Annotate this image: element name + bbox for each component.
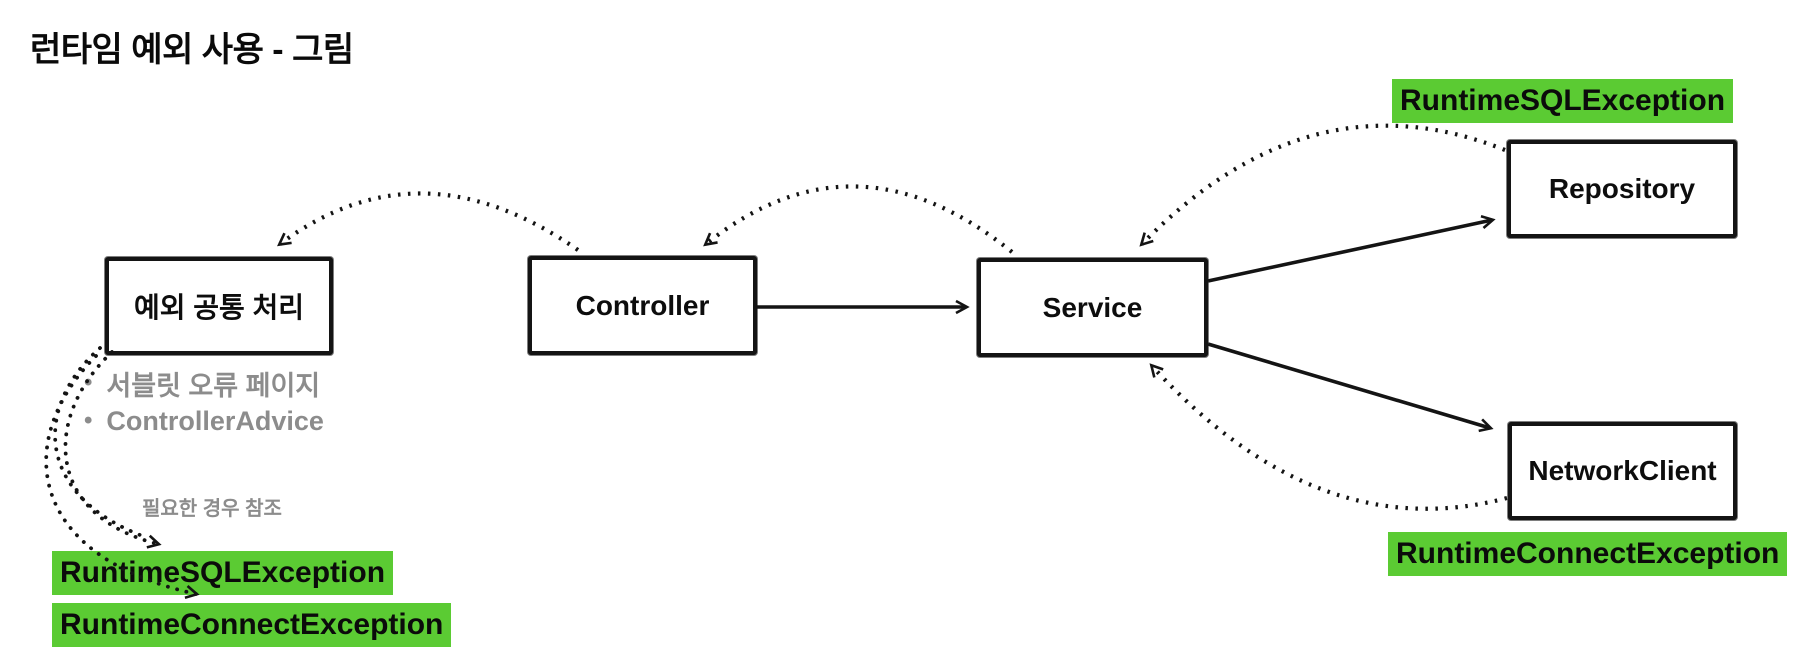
exception-label-network: RuntimeConnectException xyxy=(1388,532,1788,576)
bullet-icon: • xyxy=(84,369,93,396)
arrow-service-to-controller-dotted xyxy=(703,184,1014,254)
exception-label-repository: RuntimeSQLException xyxy=(1392,79,1734,123)
handler-notes: • 서블릿 오류 페이지 • ControllerAdvice xyxy=(84,364,324,440)
reference-note: 필요한 경우 참조 xyxy=(142,498,282,520)
handler-note-controlleradvice-label: ControllerAdvice xyxy=(106,405,324,436)
arrow-service-to-network-client xyxy=(1207,342,1494,433)
node-network-client-label: NetworkClient xyxy=(1528,455,1717,486)
arrow-network-client-to-service-dotted xyxy=(1149,363,1508,511)
node-repository: Repository xyxy=(1507,140,1737,238)
node-controller-label: Controller xyxy=(575,289,710,321)
arrow-controller-to-exception-handler-dotted xyxy=(277,191,580,252)
handler-note-servlet-label: 서블릿 오류 페이지 xyxy=(106,370,321,401)
node-service-label: Service xyxy=(1042,291,1143,323)
node-repository-label: Repository xyxy=(1548,173,1696,204)
bullet-icon: • xyxy=(84,407,93,434)
node-controller: Controller xyxy=(528,256,757,355)
exception-label-left-connect: RuntimeConnectException xyxy=(52,603,452,647)
exception-label-left-sql: RuntimeSQLException xyxy=(52,551,394,595)
handler-note-servlet: • 서블릿 오류 페이지 xyxy=(84,364,324,402)
node-exception-handler: 예외 공통 처리 xyxy=(105,257,333,355)
node-exception-handler-label: 예외 공통 처리 xyxy=(133,292,305,323)
node-service: Service xyxy=(977,258,1208,357)
page-title: 런타임 예외 사용 - 그림 xyxy=(30,31,354,69)
arrow-repository-to-service-dotted xyxy=(1139,123,1506,247)
node-network-client: NetworkClient xyxy=(1508,422,1737,520)
arrow-service-to-repository xyxy=(1207,214,1496,283)
handler-note-controlleradvice: • ControllerAdvice xyxy=(84,402,324,440)
